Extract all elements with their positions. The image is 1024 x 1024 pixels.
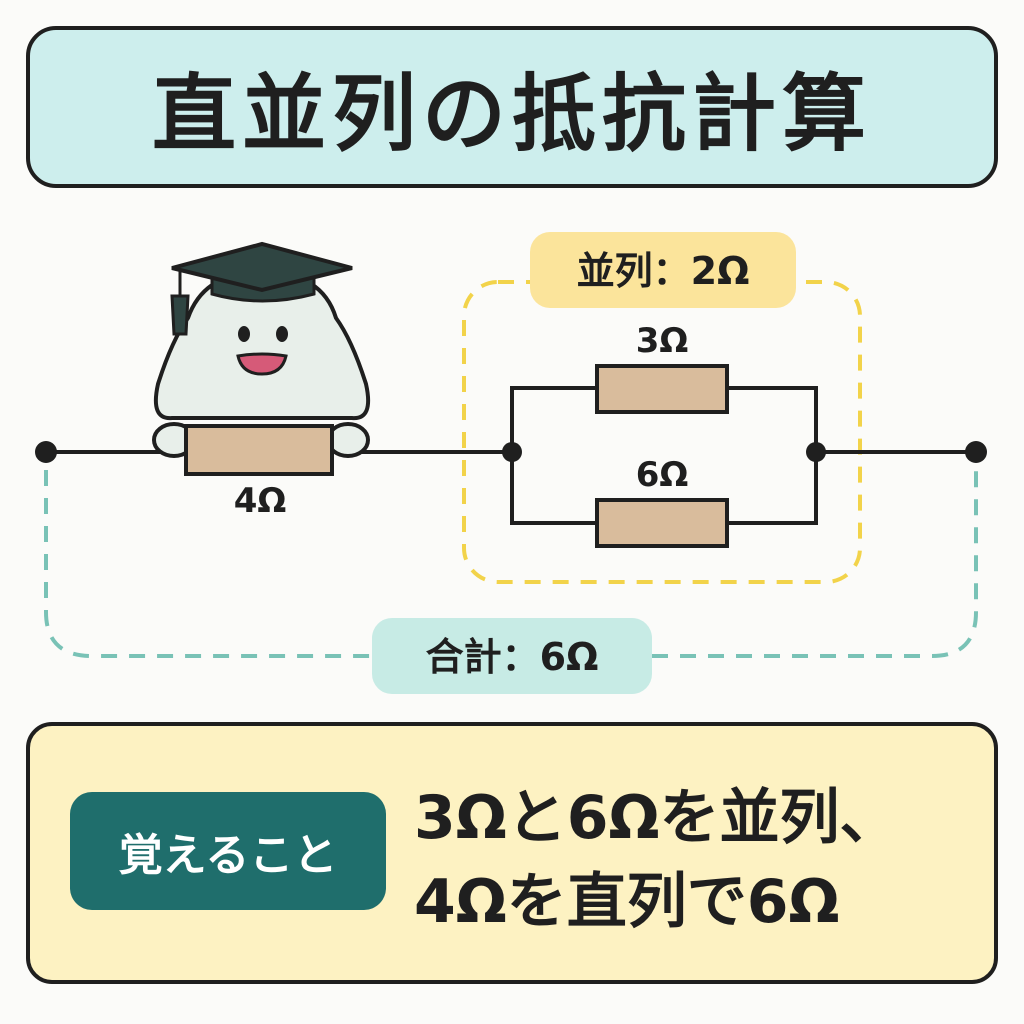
parallel-top-label: 3Ω <box>636 321 689 361</box>
memo-line-2: 4Ωを直列で6Ω <box>414 867 840 937</box>
resistor-top <box>595 364 729 414</box>
total-badge <box>372 618 652 694</box>
wire-parallel-top <box>510 386 818 452</box>
page-title: 直並列の抵抗計算 <box>151 64 872 163</box>
terminal-left <box>35 441 57 463</box>
parallel-group-outline <box>462 280 862 584</box>
resistor-bottom <box>595 498 729 548</box>
wire-parallel-bottom <box>510 452 818 525</box>
total-label: 合計：6Ω <box>426 635 599 679</box>
title-banner: 直並列の抵抗計算 <box>26 26 998 188</box>
parallel-group-badge <box>530 232 796 308</box>
memo-panel: 覚えること 3Ωと6Ωを並列、 4Ωを直列で6Ω <box>26 722 998 984</box>
resistor-series <box>184 424 334 476</box>
graduate-ghost-icon <box>152 241 371 458</box>
memo-text: 3Ωと6Ωを並列、 4Ωを直列で6Ω <box>414 776 984 944</box>
parallel-bottom-label: 6Ω <box>636 455 689 495</box>
parallel-group-label: 並列：2Ω <box>577 249 750 293</box>
terminal-right <box>965 441 987 463</box>
junction-left <box>502 442 522 462</box>
total-loop-outline <box>44 470 978 658</box>
series-resistor-label: 4Ω <box>234 481 287 521</box>
memo-line-1: 3Ωと6Ωを並列、 <box>414 783 900 853</box>
junction-right <box>806 442 826 462</box>
memo-badge: 覚えること <box>70 792 386 910</box>
